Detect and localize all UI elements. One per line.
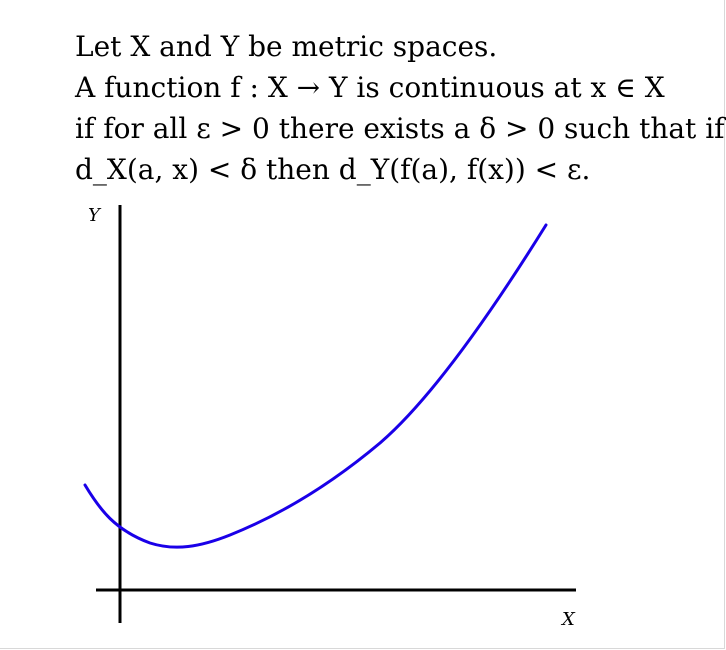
definition-line-4: d_X(a, x) < δ then d_Y(f(a), f(x)) < ε. xyxy=(75,153,591,186)
function-graph: Y X xyxy=(83,205,576,630)
definition-text: Let X and Y be metric spaces. A function… xyxy=(75,26,725,190)
y-axis-label: Y xyxy=(88,205,102,226)
definition-line-2: A function f : X → Y is continuous at x … xyxy=(75,71,665,104)
definition-line-1: Let X and Y be metric spaces. xyxy=(75,30,498,63)
x-axis-label: X xyxy=(560,609,576,630)
definition-line-3: if for all ε > 0 there exists a δ > 0 su… xyxy=(75,112,725,145)
function-curve xyxy=(83,223,548,549)
